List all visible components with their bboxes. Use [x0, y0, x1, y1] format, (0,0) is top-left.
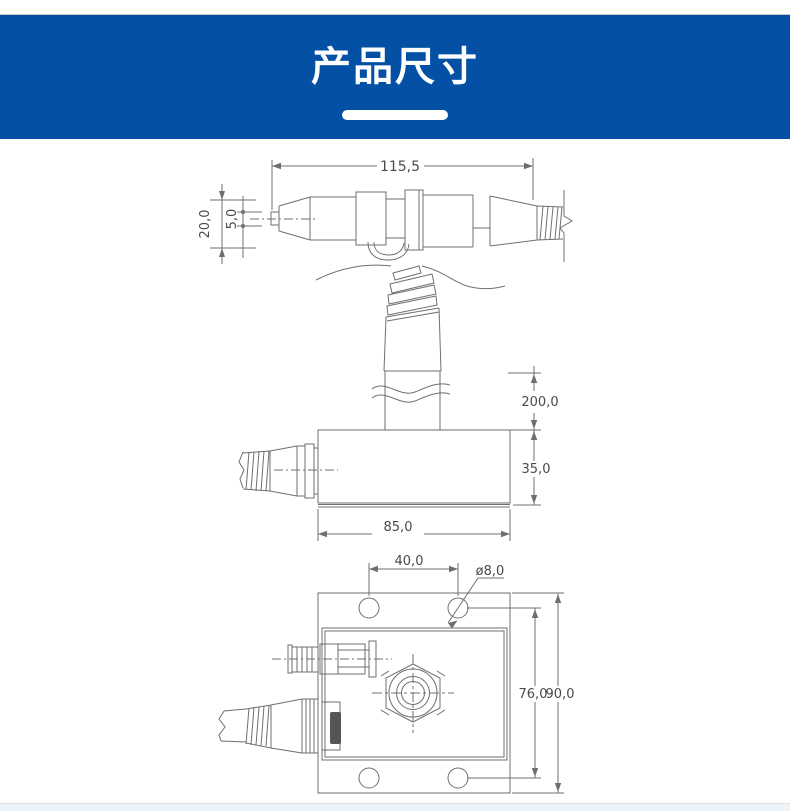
page-title: 产品尺寸 [311, 44, 479, 90]
drawing-lines [210, 158, 573, 794]
dim-hole-spacing: 40,0 [395, 554, 424, 569]
dim-block-width: 85,0 [384, 520, 413, 535]
front-view-assembly [238, 264, 541, 541]
top-divider-line [0, 14, 790, 15]
top-view-plate [218, 563, 564, 794]
dim-hole-diameter: ø8,0 [476, 564, 505, 579]
next-section-edge [0, 803, 790, 811]
dim-tip-diameter: 5,0 [225, 209, 240, 230]
dim-hole-center-span: 76,0 [519, 687, 548, 702]
dim-plate-height: 90,0 [546, 687, 575, 702]
dim-block-height: 35,0 [522, 462, 551, 477]
side-view-sensor [210, 158, 573, 264]
connector-insert [330, 712, 341, 744]
section-header-banner: 产品尺寸 [0, 15, 790, 139]
dim-body-diameter: 20,0 [198, 210, 213, 239]
dimension-labels: 115,5 20,0 5,0 200,0 35,0 85,0 40,0 ø8,0… [198, 159, 574, 702]
dimension-arrows [219, 162, 562, 792]
dim-overall-length: 115,5 [380, 159, 420, 175]
dim-tube-length: 200,0 [521, 395, 558, 410]
title-underline-bar [342, 110, 448, 120]
